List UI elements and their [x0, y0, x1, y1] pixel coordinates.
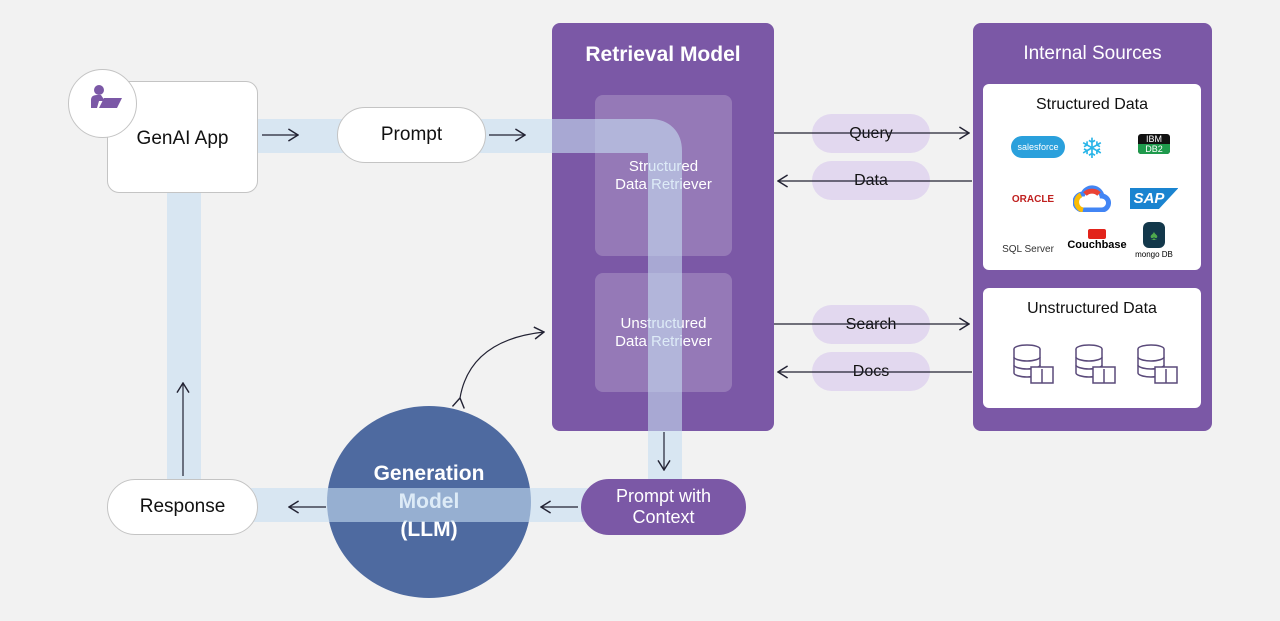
mongodb-logo: ♠mongo DB: [1119, 222, 1189, 260]
search-label: Search: [812, 305, 930, 344]
sap-logo: SAP: [1119, 188, 1189, 209]
unstructured-data-retriever: Unstructured Data Retriever: [595, 273, 732, 392]
prompt-node: Prompt: [337, 107, 486, 163]
database-book-icon: [1013, 344, 1054, 384]
docs-label: Docs: [812, 352, 930, 391]
salesforce-logo: salesforce: [1003, 136, 1073, 158]
query-label: Query: [812, 114, 930, 153]
response-label: Response: [139, 496, 226, 517]
database-book-icon: [1137, 344, 1178, 384]
google-cloud-logo: [1057, 184, 1127, 215]
retrieval-model-panel: Retrieval Model Structured Data Retrieve…: [552, 23, 774, 431]
prompt-label: Prompt: [380, 124, 443, 145]
structured-data-retriever: Structured Data Retriever: [595, 95, 732, 256]
user-laptop-icon: [91, 85, 122, 108]
arrow-llm-retrieval-bidirectional: [460, 332, 544, 398]
generation-model: Generation Model (LLM): [327, 406, 531, 598]
user-avatar: [68, 69, 137, 138]
snowflake-logo: ❄: [1080, 133, 1104, 164]
couchbase-logo: Couchbase: [1062, 229, 1132, 251]
internal-sources-title: Internal Sources: [1023, 43, 1162, 64]
unstructured-data-card: Unstructured Data: [983, 288, 1201, 408]
genai-app-label: GenAI App: [136, 128, 229, 149]
structured-data-title: Structured Data: [1035, 96, 1149, 113]
oracle-logo: ORACLE: [1011, 194, 1055, 205]
retrieval-model-title: Retrieval Model: [585, 43, 741, 66]
sql-server-logo: SQL Server: [1002, 244, 1054, 255]
response-node: Response: [107, 479, 258, 535]
unstructured-data-title: Unstructured Data: [1027, 300, 1157, 317]
prompt-with-context-node: Prompt with Context: [581, 479, 746, 535]
data-label: Data: [812, 161, 930, 200]
internal-sources-panel: Internal Sources Structured Data salesfo…: [973, 23, 1212, 431]
database-book-icon: [1075, 344, 1116, 384]
